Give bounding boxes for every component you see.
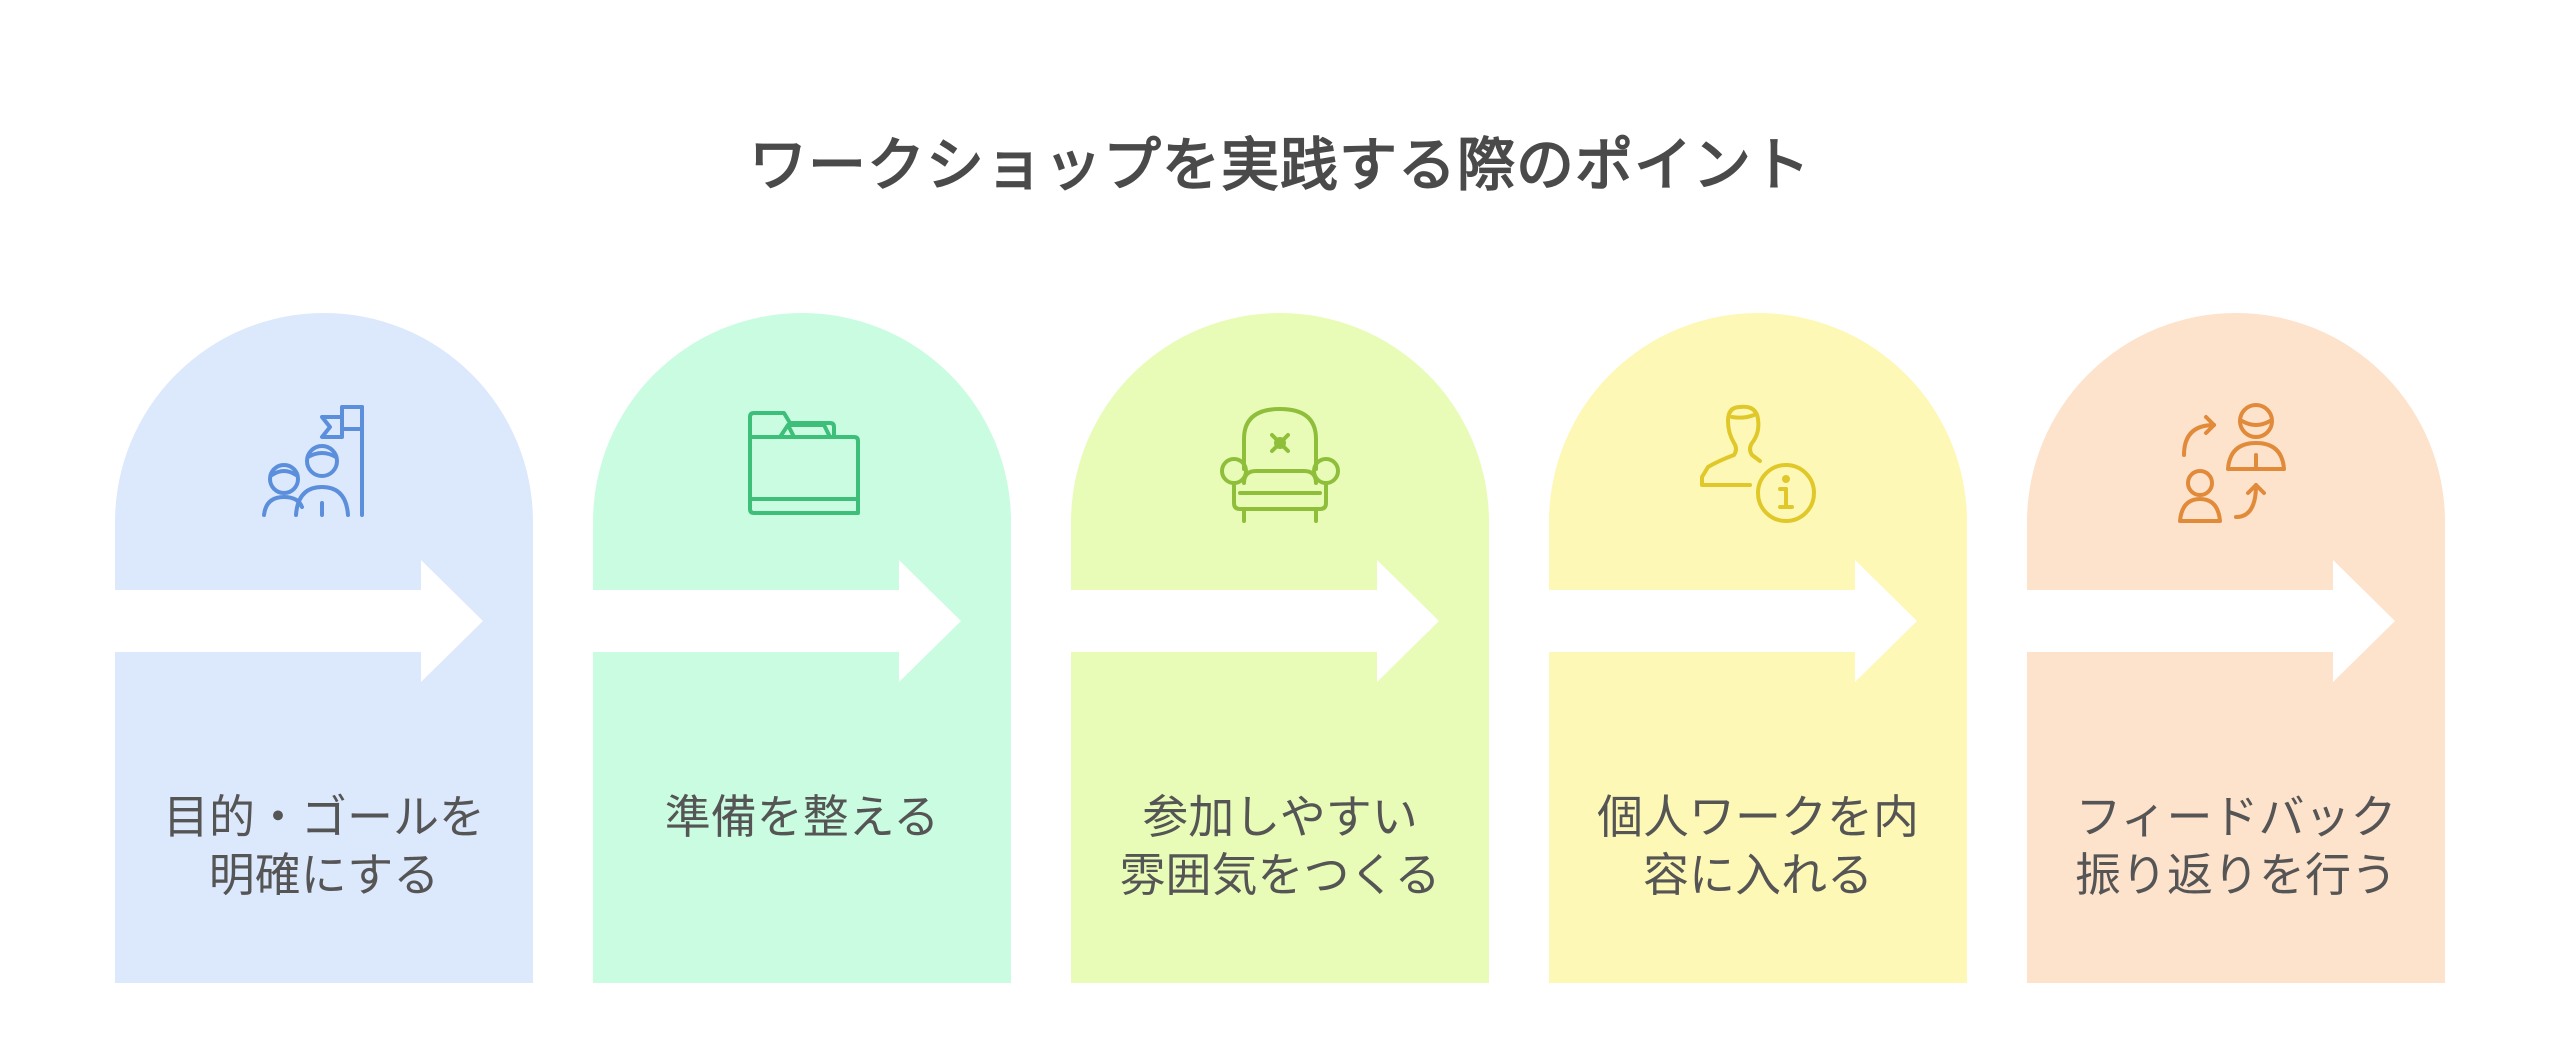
folder-icon (738, 399, 866, 527)
step-label-1: 目的・ゴールを 明確にする (163, 790, 485, 902)
feedback-exchange-icon (2172, 399, 2300, 527)
armchair-icon (1216, 399, 1344, 527)
flow-arrow-1 (115, 560, 483, 682)
goal-flag-people-icon (260, 399, 388, 527)
flow-arrow-2 (593, 560, 961, 682)
flow-arrow-4 (1549, 560, 1917, 682)
step-label-3: 参加しやすい 雰囲気をつくる (1119, 790, 1441, 902)
step-label-4: 個人ワークを内 容に入れる (1597, 790, 1919, 902)
flow-arrow-5 (2027, 560, 2395, 682)
step-label-5: フィードバック 振り返りを行う (2075, 790, 2397, 902)
step-label-2: 準備を整える (664, 790, 940, 844)
person-info-icon (1694, 399, 1822, 527)
flow-arrow-3 (1071, 560, 1439, 682)
diagram-title: ワークショップを実践する際のポイント (748, 131, 1811, 199)
